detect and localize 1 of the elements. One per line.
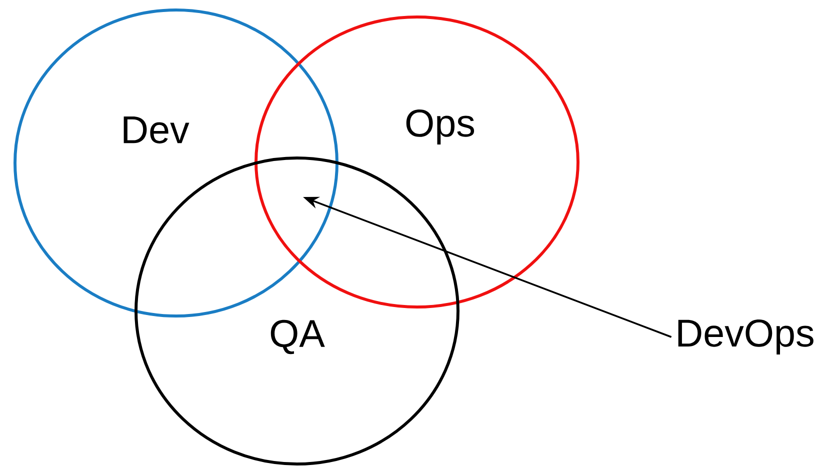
callout-text: DevOps [678, 319, 814, 354]
